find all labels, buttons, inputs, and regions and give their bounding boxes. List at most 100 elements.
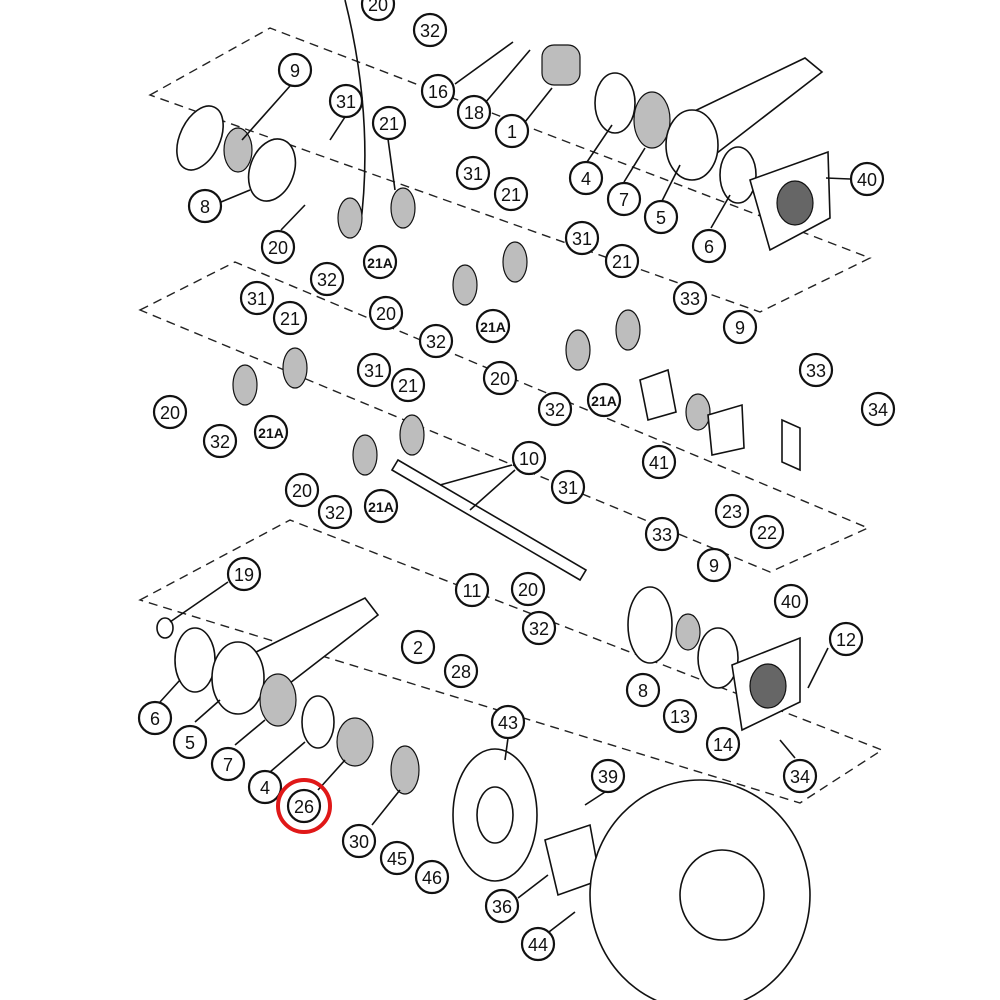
callout-circle — [749, 514, 785, 550]
callout-circle — [360, 0, 396, 22]
callout-44: 44 — [520, 926, 556, 962]
plate-40-lower-hole — [749, 663, 787, 709]
leader-30 — [371, 789, 401, 826]
callout-32: 32 — [309, 261, 345, 297]
callout-circle — [239, 280, 275, 316]
gear-30 — [390, 745, 420, 795]
leader-36 — [517, 874, 549, 899]
callout-number: 2 — [413, 638, 423, 658]
callout-9: 9 — [722, 309, 758, 345]
callout-31: 31 — [356, 352, 392, 388]
callout-21: 21 — [272, 300, 308, 336]
callout-number: 44 — [528, 935, 548, 955]
callout-circle — [641, 444, 677, 480]
callout-number: 31 — [364, 361, 384, 381]
callout-21A: 21A — [475, 308, 511, 344]
callout-number: 4 — [581, 169, 591, 189]
callout-31: 31 — [328, 83, 364, 119]
leader-12 — [807, 647, 829, 689]
callout-32: 32 — [412, 12, 448, 48]
callout-circle — [798, 352, 834, 388]
callout-10: 10 — [511, 440, 547, 476]
flange-plate-upper-left — [176, 105, 224, 171]
callout-circle — [482, 360, 518, 396]
callout-circle — [226, 556, 262, 592]
callout-circle — [782, 758, 818, 794]
callout-20: 20 — [368, 295, 404, 331]
leader-7b — [234, 719, 266, 746]
leader-5a — [661, 164, 681, 202]
callout-14: 14 — [705, 726, 741, 762]
paddle-e — [565, 329, 591, 371]
callout-number: 32 — [426, 332, 446, 352]
flange-upper-left-2 — [247, 138, 297, 202]
callout-circle — [586, 382, 622, 418]
callout-circle — [247, 769, 283, 805]
callout-number: 21 — [398, 376, 418, 396]
leader-4a — [586, 124, 613, 163]
leader-1 — [524, 87, 553, 123]
paddle-f — [615, 309, 641, 351]
snap-ring-upper — [594, 72, 636, 134]
callout-circle — [606, 181, 642, 217]
callout-circle — [455, 155, 491, 191]
callout-number: 31 — [463, 164, 483, 184]
callout-number: 45 — [387, 849, 407, 869]
callout-40: 40 — [773, 583, 809, 619]
callout-number: 7 — [619, 190, 629, 210]
callout-number: 1 — [507, 122, 517, 142]
callout-30: 30 — [341, 823, 377, 859]
seal-7-lower — [259, 673, 297, 727]
callout-circle — [368, 295, 404, 331]
callout-number: 30 — [349, 832, 369, 852]
callout-26: 26 — [286, 788, 322, 824]
callout-circle — [484, 888, 520, 924]
snap-ring-4-lower — [301, 695, 335, 749]
leader-18 — [484, 49, 531, 104]
disc-43-inner — [476, 786, 514, 844]
callout-number: 33 — [806, 361, 826, 381]
callout-circle — [662, 698, 698, 734]
leader-5b — [194, 699, 221, 723]
bearing-upper-left — [223, 127, 253, 173]
paddle-j — [399, 414, 425, 456]
callout-8: 8 — [625, 672, 661, 708]
hub-26 — [336, 717, 374, 767]
callout-number: 40 — [781, 592, 801, 612]
callout-circle — [362, 244, 398, 280]
callout-circle — [828, 621, 864, 657]
callout-circle — [286, 788, 322, 824]
leader-lines — [159, 41, 851, 936]
callout-4: 4 — [568, 160, 604, 196]
callout-circle — [860, 391, 896, 427]
callout-circle — [390, 367, 426, 403]
callout-circle — [272, 300, 308, 336]
callout-circle — [328, 83, 364, 119]
leader-21a — [387, 138, 396, 191]
callout-circle — [277, 52, 313, 88]
callout-number: 32 — [325, 503, 345, 523]
housing-5-lower — [211, 641, 265, 715]
callout-7: 7 — [210, 746, 246, 782]
callout-circle — [511, 440, 547, 476]
callout-20: 20 — [284, 472, 320, 508]
callout-number: 20 — [518, 580, 538, 600]
callout-number: 36 — [492, 897, 512, 917]
leader-34b — [779, 739, 796, 759]
callout-circle — [137, 700, 173, 736]
callout-21A: 21A — [363, 488, 399, 524]
callout-number: 21 — [280, 309, 300, 329]
callout-1: 1 — [494, 113, 530, 149]
ring-upper — [719, 146, 757, 204]
leader-39 — [584, 791, 606, 806]
callout-number: 20 — [376, 304, 396, 324]
callout-32: 32 — [317, 494, 353, 530]
leader-19 — [169, 581, 229, 623]
callout-16: 16 — [420, 73, 456, 109]
callout-number: 32 — [420, 21, 440, 41]
callout-33: 33 — [644, 516, 680, 552]
callout-number: 31 — [572, 229, 592, 249]
callout-20: 20 — [152, 394, 188, 430]
callout-number: 21A — [591, 393, 617, 409]
callout-circle — [691, 228, 727, 264]
